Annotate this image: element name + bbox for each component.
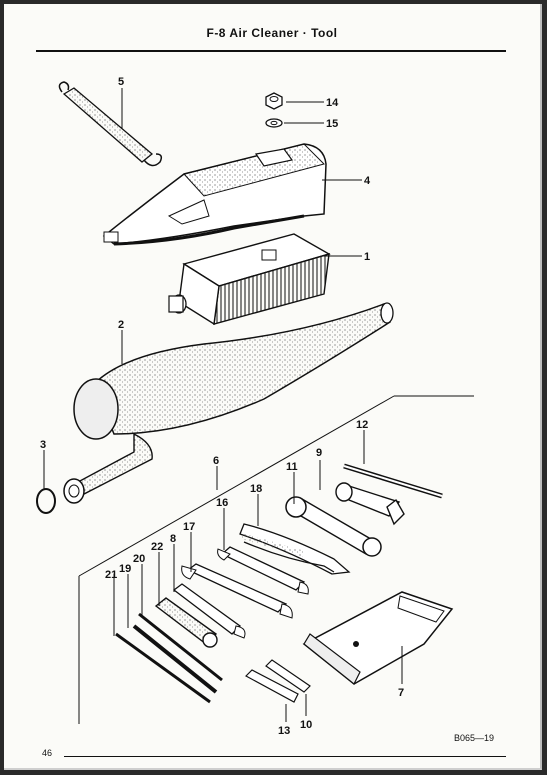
callout-3: 3	[40, 439, 46, 451]
page-number: 46	[42, 748, 53, 758]
part-o-ring	[36, 488, 56, 514]
part-plug-wrench	[335, 482, 405, 526]
callout-12: 12	[356, 419, 368, 431]
part-tommy-bar	[343, 463, 443, 499]
part-screwdriver-21	[115, 632, 211, 704]
callout-16: 16	[216, 497, 228, 509]
part-open-wrench-8	[172, 583, 246, 639]
header-rule	[36, 50, 506, 52]
part-screwdriver-handle	[154, 597, 218, 648]
callout-10: 10	[300, 719, 312, 731]
callout-20: 20	[133, 553, 145, 565]
part-screwdriver-19	[132, 624, 218, 694]
part-washer	[265, 118, 283, 128]
part-element-case	[168, 233, 331, 326]
callout-22: 22	[151, 541, 163, 553]
part-box-wrench	[285, 496, 382, 557]
callout-5: 5	[118, 76, 124, 88]
callout-11: 11	[286, 461, 298, 473]
callout-19: 19	[119, 563, 131, 575]
part-screwdriver-13	[245, 669, 299, 703]
part-screwdriver-10	[265, 659, 311, 693]
callout-1: 1	[364, 251, 370, 263]
callout-15: 15	[326, 118, 338, 130]
leader-lines	[43, 88, 403, 722]
callout-17: 17	[183, 521, 195, 533]
callout-18: 18	[250, 483, 262, 495]
part-strap	[58, 81, 163, 167]
tool-group-outline	[78, 395, 474, 724]
footer-rule	[64, 756, 506, 757]
callout-4: 4	[364, 175, 371, 187]
part-open-wrench-17	[181, 563, 293, 619]
part-air-cleaner-body	[63, 302, 394, 504]
callout-7: 7	[398, 687, 404, 699]
part-screwdriver-20	[138, 612, 223, 682]
part-pliers	[239, 523, 351, 575]
part-cleaner-cover	[102, 143, 327, 246]
callout-6: 6	[213, 455, 219, 467]
part-nut	[265, 92, 283, 110]
exploded-parts-diagram: 5 14 15 4 1 2 3 6 12 9 11 18 16 17 8 22 …	[36, 76, 474, 737]
callout-labels: 5 14 15 4 1 2 3 6 12 9 11 18 16 17 8 22 …	[40, 76, 404, 737]
callout-21: 21	[105, 569, 117, 581]
callout-13: 13	[278, 725, 290, 737]
page-title: F-8 Air Cleaner · Tool	[206, 26, 338, 40]
figure-code: B065—19	[454, 733, 495, 743]
callout-14: 14	[326, 97, 339, 109]
callout-8: 8	[170, 533, 176, 545]
part-tool-bag	[302, 591, 454, 685]
callout-9: 9	[316, 447, 322, 459]
part-open-wrench-16	[217, 546, 309, 595]
catalog-page: F-8 Air Cleaner · Tool	[4, 4, 542, 770]
callout-2: 2	[118, 319, 124, 331]
